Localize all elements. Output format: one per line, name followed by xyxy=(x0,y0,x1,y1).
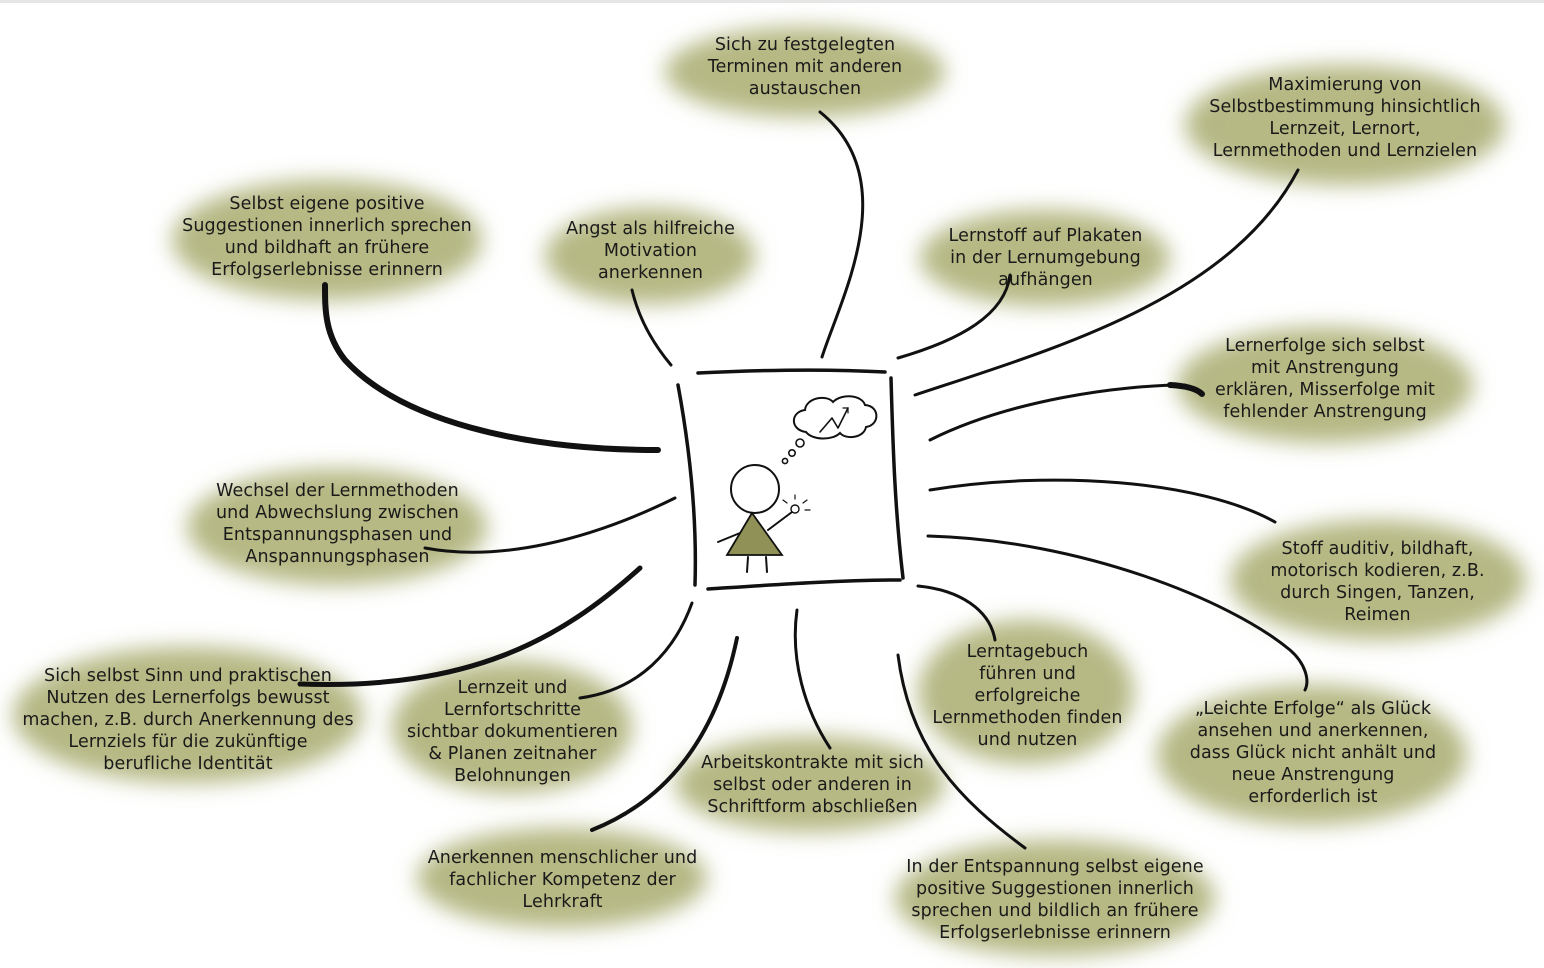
connector-n13 xyxy=(795,610,830,748)
stick-figure-icon xyxy=(718,465,792,572)
node-text-n10: Lernzeit und Lernfortschritte sichtbar d… xyxy=(405,677,620,787)
central-frame xyxy=(678,370,903,589)
connector-n06 xyxy=(930,385,1185,440)
thought-bubble-icon xyxy=(782,396,876,463)
node-text-n01: Sich zu festgelegten Terminen mit andere… xyxy=(680,34,930,100)
connector-n08 xyxy=(930,480,1275,522)
node-text-n11: Lerntagebuch führen und erfolgreiche Ler… xyxy=(930,641,1125,751)
connector-n01 xyxy=(820,112,863,357)
node-text-n02: Maximierung von Selbstbestimmung hinsich… xyxy=(1205,74,1485,162)
node-text-n04: Angst als hilfreiche Motivation anerkenn… xyxy=(553,218,748,284)
node-text-n08: Stoff auditiv, bildhaft, motorisch kodie… xyxy=(1250,538,1505,626)
node-text-n15: In der Entspannung selbst eigene positiv… xyxy=(900,856,1210,944)
node-text-n13: Arbeitskontrakte mit sich selbst oder an… xyxy=(690,752,935,818)
node-text-n07: Wechsel der Lernmethoden und Abwechslung… xyxy=(205,480,470,568)
light-bulb-icon xyxy=(783,495,810,513)
node-text-n14: Anerkennen menschlicher und fachlicher K… xyxy=(425,847,700,913)
node-text-n03: Selbst eigene positive Suggestionen inne… xyxy=(182,193,472,281)
connector-n03 xyxy=(325,285,658,450)
node-text-n05: Lernstoff auf Plakaten in der Lernumgebu… xyxy=(928,225,1163,291)
node-text-n06: Lernerfolge sich selbst mit Anstrengung … xyxy=(1195,335,1455,423)
node-text-n12: „Leichte Erfolge“ als Glück ansehen und … xyxy=(1178,698,1448,808)
node-text-n09: Sich selbst Sinn und praktischen Nutzen … xyxy=(18,665,358,775)
